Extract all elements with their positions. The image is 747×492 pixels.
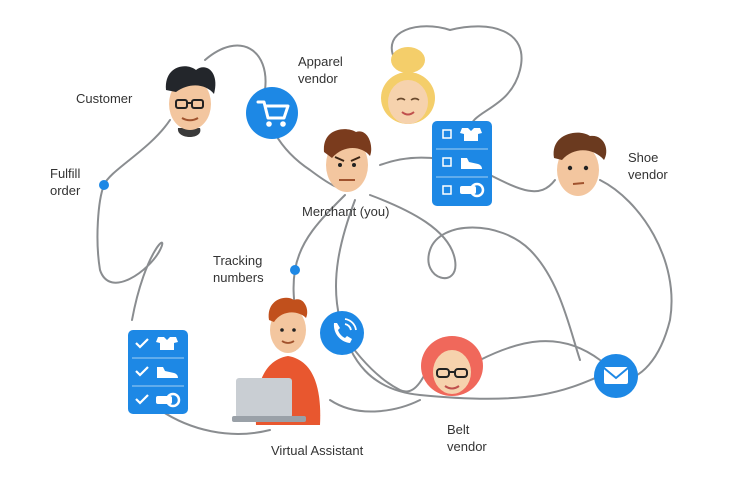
vendor-checklist-card [432,121,492,206]
customer-label: Customer [76,91,133,106]
shopping-cart-icon [246,87,298,139]
belt-vendor-avatar [421,336,483,396]
shoe-icon [461,158,482,169]
check-icon [135,394,149,405]
fulfill-order-dot [99,180,109,190]
laptop-icon [236,378,292,418]
envelope-icon [594,354,638,398]
check-icon [135,338,149,349]
customer-avatar [165,66,216,137]
phone-icon [320,311,364,355]
checkbox-icon [442,129,452,139]
apparel-vendor-avatar [381,47,435,124]
checkbox-icon [442,185,452,195]
merchant-avatar [323,129,372,192]
fulfillment-checklist-card [128,330,188,414]
belt-icon [156,392,181,408]
check-icon [135,366,149,377]
virtual-assistant-avatar [232,297,321,425]
shirt-icon [460,128,482,141]
virtual-assistant-label: Virtual Assistant [271,443,364,458]
belt-icon [460,182,485,198]
merchant-label: Merchant (you) [302,204,390,219]
checkbox-icon [442,157,452,167]
shoe-icon [157,367,178,378]
shirt-icon [156,337,178,350]
shoe-vendor-avatar [553,132,607,196]
tracking-numbers-dot [290,265,300,275]
